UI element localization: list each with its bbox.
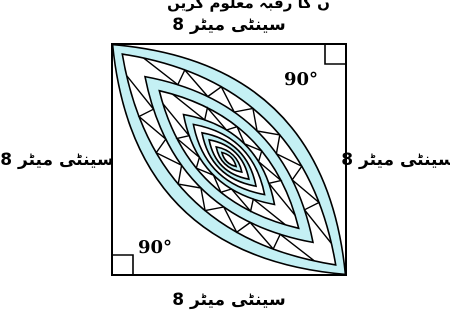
right-angle-marker-top-right: [324, 44, 346, 65]
inner-zigzag-upper: [171, 93, 296, 216]
angle-label-bottom-left: 90°: [138, 237, 172, 258]
leaf-rings: [111, 43, 347, 276]
outer-zigzag-lower: [125, 74, 315, 262]
left-side-label: 8 سینٹی میٹر: [0, 150, 113, 170]
top-side-label: 8 سینٹی میٹر: [172, 15, 285, 35]
leaf-ring-10: [220, 151, 238, 168]
right-side-label: 8 سینٹی میٹر: [341, 150, 450, 170]
zigzag-bands: [125, 57, 333, 262]
angle-label-top-right: 90°: [284, 69, 318, 90]
header-text: ں کا رقبہ معلوم کریں: [167, 0, 330, 12]
right-angle-marker-bottom-left: [112, 254, 134, 275]
bottom-side-label: 8 سینٹی میٹر: [172, 290, 285, 310]
inner-zigzag-lower: [162, 103, 287, 226]
outer-zigzag-upper: [143, 57, 333, 245]
